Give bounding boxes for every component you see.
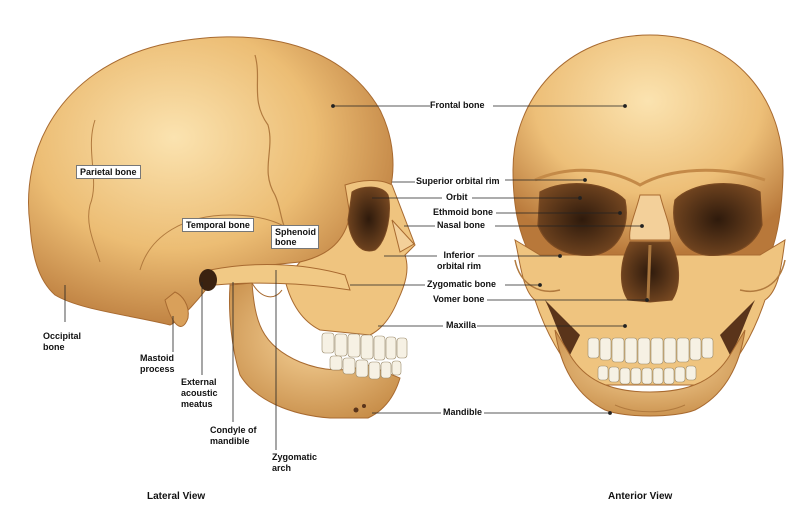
label-mandible: Mandible (443, 407, 483, 417)
label-superior-orbital-rim: Superior orbital rim (416, 176, 500, 186)
anterior-skull (512, 34, 786, 417)
label-frontal-bone: Frontal bone (430, 100, 485, 110)
leader-lines (64, 104, 649, 450)
label-vomer-bone: Vomer bone (433, 294, 485, 304)
label-nasal-bone: Nasal bone (437, 220, 486, 230)
label-occipital-bone: Occipital bone (43, 331, 82, 352)
label-condyle-of-mandible: Condyle of mandible (210, 425, 257, 446)
label-external-acoustic-meatus: External acoustic meatus (181, 377, 218, 409)
label-temporal-bone: Temporal bone (182, 218, 254, 232)
label-parietal-bone: Parietal bone (76, 165, 141, 179)
label-inferior-orbital-rim: Inferior orbital rim (437, 250, 482, 271)
label-mastoid-process: Mastoid process (140, 353, 175, 374)
label-zygomatic-arch: Zygomatic arch (272, 452, 318, 473)
label-zygomatic-bone: Zygomatic bone (427, 279, 497, 289)
label-ethmoid-bone: Ethmoid bone (433, 207, 493, 217)
lateral-skull (28, 36, 416, 419)
label-orbit: Orbit (446, 192, 468, 202)
label-maxilla: Maxilla (446, 320, 477, 330)
label-sphenoid-bone: Sphenoid bone (271, 225, 319, 249)
anterior-view-caption: Anterior View (608, 491, 673, 502)
lateral-view-caption: Lateral View (147, 491, 206, 502)
